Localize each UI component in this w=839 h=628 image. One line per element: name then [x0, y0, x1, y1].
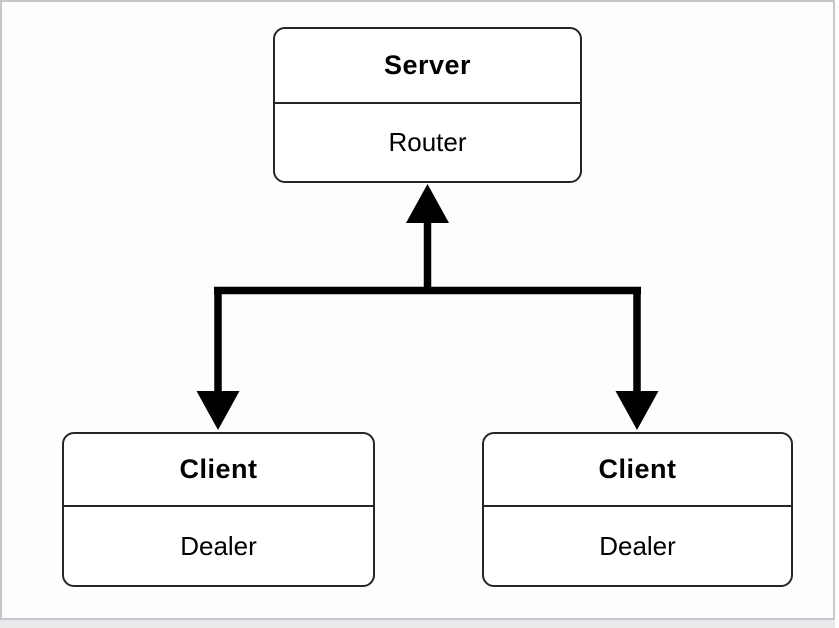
scrollbar-track	[0, 620, 835, 628]
node-client-right-subtitle: Dealer	[599, 530, 676, 561]
node-client-left-title: Client	[64, 434, 373, 507]
node-client-right-title: Client	[484, 434, 791, 507]
node-server-subtitle: Router	[388, 127, 467, 157]
node-client-left: Client Dealer	[62, 432, 375, 587]
node-client-right: Client Dealer	[482, 432, 793, 587]
node-server: Server Router	[273, 27, 582, 183]
node-server-title: Server	[275, 29, 580, 104]
node-client-left-subtitle: Dealer	[180, 530, 257, 561]
